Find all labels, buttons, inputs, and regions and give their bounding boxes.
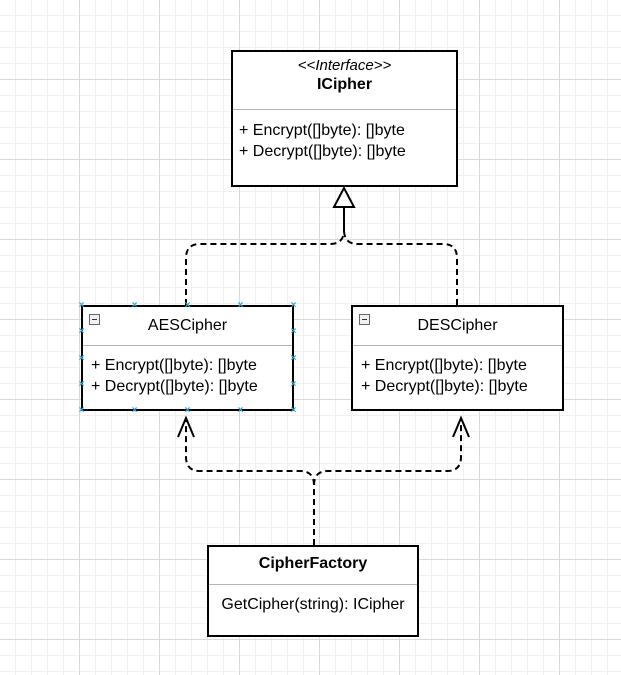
method-list: GetCipher(string): ICipher (209, 585, 417, 615)
method-item: + Decrypt([]byte): []byte (91, 378, 258, 395)
class-descipher[interactable]: DESCipher + Encrypt([]byte): []byte + De… (351, 305, 564, 411)
x-handle-icon[interactable]: × (290, 326, 297, 337)
class-header: <<Interface>> ICipher (233, 52, 456, 110)
stereotype-label: <<Interface>> (297, 57, 392, 74)
realization-arrowhead (332, 185, 356, 208)
x-handle-icon[interactable]: × (290, 379, 297, 390)
method-item: GetCipher(string): ICipher (221, 596, 405, 613)
method-item: + Decrypt([]byte): []byte (239, 143, 406, 160)
dependency-arrowhead-des (452, 415, 470, 438)
class-name: CipherFactory (258, 555, 368, 572)
class-header: CipherFactory (209, 547, 417, 585)
class-aescipher[interactable]: AESCipher + Encrypt([]byte): []byte + De… (81, 305, 294, 411)
x-handle-icon[interactable]: × (290, 300, 297, 311)
class-cipherfactory[interactable]: CipherFactory GetCipher(string): ICipher (207, 545, 419, 637)
dependency-arrowhead-aes (177, 415, 195, 438)
method-list: + Encrypt([]byte): []byte + Decrypt([]by… (233, 110, 456, 168)
x-handle-icon[interactable]: × (237, 300, 244, 311)
x-handle-icon[interactable]: × (78, 405, 85, 416)
x-handle-icon[interactable]: × (184, 405, 191, 416)
x-handle-icon[interactable]: × (78, 326, 85, 337)
method-item: + Encrypt([]byte): []byte (91, 357, 257, 374)
x-handle-icon[interactable]: × (290, 405, 297, 416)
realization-edge-des[interactable] (343, 207, 458, 305)
class-header: AESCipher (83, 307, 292, 346)
realization-edge-aes[interactable] (185, 207, 345, 305)
collapse-minus-icon[interactable] (89, 314, 100, 325)
x-handle-icon[interactable]: × (78, 353, 85, 364)
class-name: DESCipher (417, 317, 498, 334)
x-handle-icon[interactable]: × (131, 300, 138, 311)
class-icipher[interactable]: <<Interface>> ICipher + Encrypt([]byte):… (231, 50, 458, 187)
dependency-edge-aes[interactable] (185, 420, 315, 545)
class-header: DESCipher (353, 307, 562, 346)
class-name: ICipher (316, 76, 373, 93)
x-handle-icon[interactable]: × (290, 353, 297, 364)
x-handle-icon[interactable]: × (237, 405, 244, 416)
x-handle-icon[interactable]: × (78, 379, 85, 390)
method-item: + Decrypt([]byte): []byte (361, 378, 528, 395)
dependency-edge-des[interactable] (313, 420, 462, 545)
x-handle-icon[interactable]: × (78, 300, 85, 311)
method-list: + Encrypt([]byte): []byte + Decrypt([]by… (83, 346, 292, 403)
class-name: AESCipher (147, 317, 228, 334)
method-list: + Encrypt([]byte): []byte + Decrypt([]by… (353, 346, 562, 403)
method-item: + Encrypt([]byte): []byte (239, 122, 405, 139)
x-handle-icon[interactable]: × (131, 405, 138, 416)
method-item: + Encrypt([]byte): []byte (361, 357, 527, 374)
x-handle-icon[interactable]: × (184, 300, 191, 311)
collapse-minus-icon[interactable] (359, 314, 370, 325)
